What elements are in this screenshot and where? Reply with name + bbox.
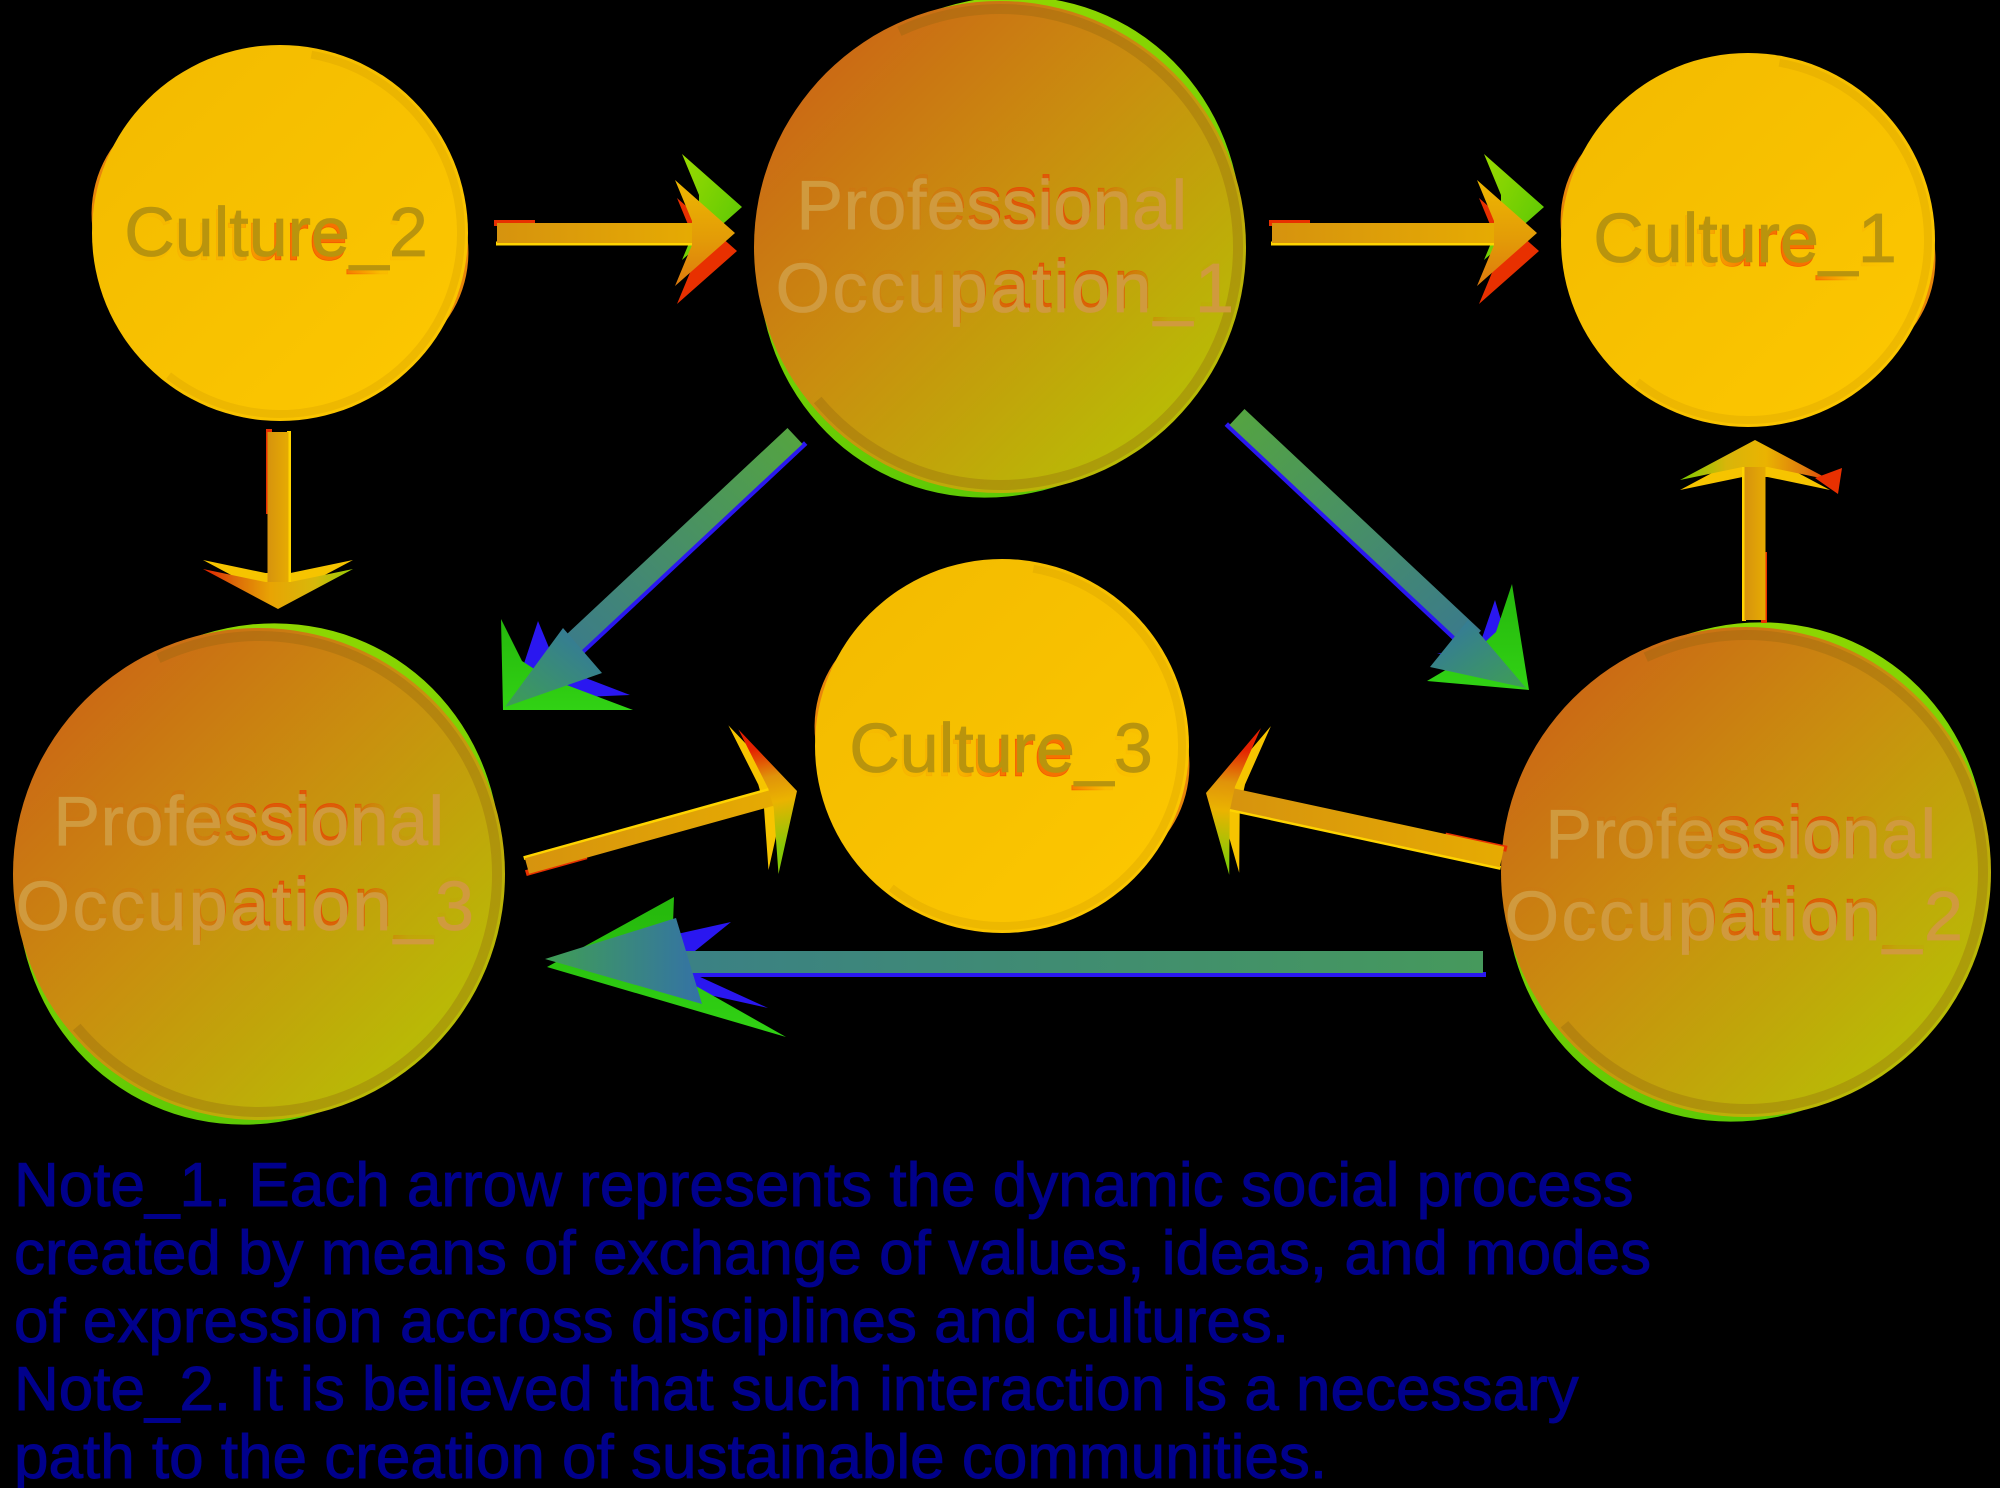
svg-text:Culture_1: Culture_1 (1591, 203, 1895, 281)
svg-text:Professional: Professional (54, 778, 445, 856)
svg-text:Professional: Professional (797, 162, 1188, 240)
svg-text:Professional: Professional (1545, 795, 1936, 873)
svg-text:Culture_1: Culture_1 (1593, 199, 1897, 277)
svg-text:Note_1. Each arrow represents: Note_1. Each arrow represents the dynami… (14, 1151, 1634, 1220)
svg-text:Occupation_1: Occupation_1 (777, 245, 1238, 323)
svg-text:of expression accross discipli: of expression accross disciplines and cu… (14, 1287, 1289, 1356)
svg-text:Culture_3: Culture_3 (849, 709, 1153, 787)
svg-text:Occupation_2: Occupation_2 (1505, 877, 1966, 955)
svg-text:Culture_2: Culture_2 (124, 193, 428, 271)
svg-text:Professional: Professional (1546, 791, 1937, 869)
svg-text:Occupation_2: Occupation_2 (1506, 873, 1967, 951)
svg-text:created by means of exchange o: created by means of exchange of values, … (14, 1219, 1651, 1288)
svg-text:Culture_2: Culture_2 (122, 197, 426, 275)
svg-text:path to the creation of sustai: path to the creation of sustainable comm… (14, 1423, 1327, 1488)
svg-text:Professional: Professional (796, 166, 1187, 244)
svg-text:Professional: Professional (53, 782, 444, 860)
svg-text:Note_2. It is believed that su: Note_2. It is believed that such interac… (14, 1355, 1579, 1424)
svg-text:Culture_3: Culture_3 (847, 713, 1151, 791)
svg-text:Occupation_3: Occupation_3 (16, 867, 477, 945)
svg-text:Occupation_3: Occupation_3 (17, 863, 478, 941)
svg-text:Occupation_1: Occupation_1 (776, 249, 1237, 327)
